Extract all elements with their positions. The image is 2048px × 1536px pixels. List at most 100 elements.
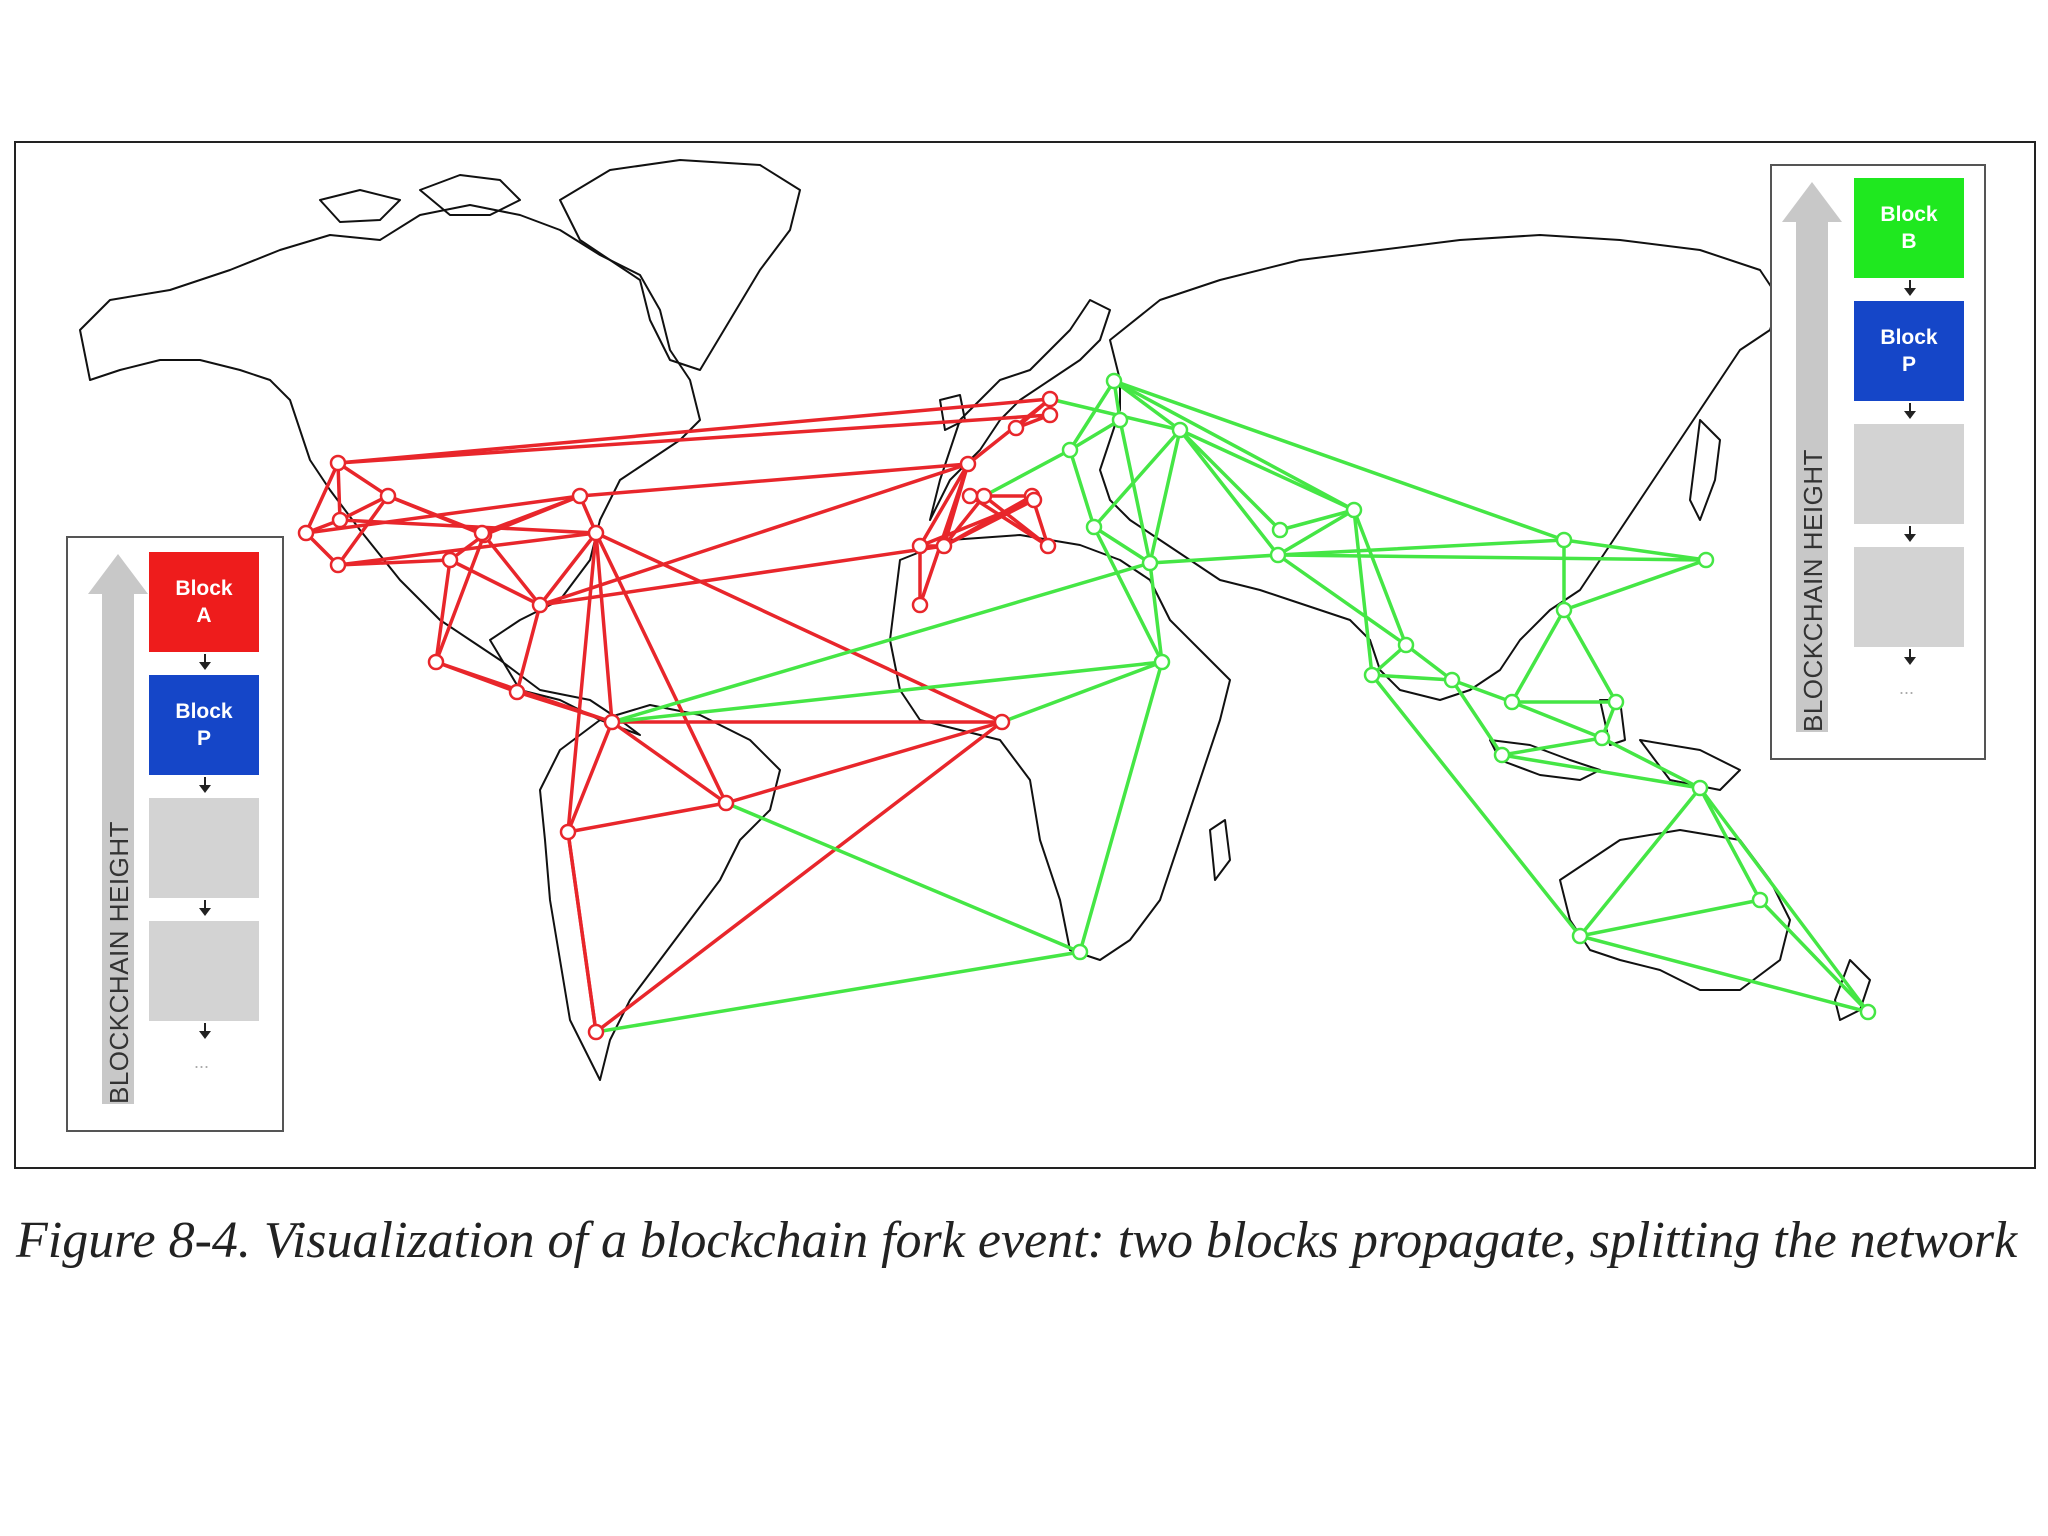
green-network-node <box>1595 731 1609 745</box>
red-network-node <box>913 539 927 553</box>
green-network-link <box>1512 702 1602 738</box>
red-network-link <box>568 832 596 1032</box>
green-network-node <box>1273 523 1287 537</box>
chain-link <box>1909 403 1911 415</box>
red-network-node <box>1043 392 1057 406</box>
red-network-node <box>533 598 547 612</box>
red-network-link <box>596 533 726 803</box>
green-network-link <box>1070 381 1114 450</box>
red-network-link <box>388 496 482 533</box>
red-network-link <box>338 463 340 520</box>
block-a: Block A <box>149 552 259 652</box>
red-network-link <box>338 415 1050 463</box>
green-network-link <box>1114 381 1564 540</box>
green-network-node <box>1505 695 1519 709</box>
green-network-node <box>1063 443 1077 457</box>
red-network-node <box>381 489 395 503</box>
red-network-link <box>568 533 596 832</box>
red-network-node <box>1041 539 1055 553</box>
red-network-node <box>1009 421 1023 435</box>
green-network-node <box>1073 945 1087 959</box>
green-network-link <box>1452 680 1502 755</box>
red-network-node <box>995 715 1009 729</box>
red-network-node <box>510 685 524 699</box>
green-network-node <box>1107 374 1121 388</box>
green-network-link <box>1760 900 1868 1012</box>
green-network-node <box>1609 695 1623 709</box>
green-network-link <box>596 952 1080 1032</box>
chain-link <box>1909 649 1911 661</box>
green-network-link <box>1070 450 1094 527</box>
red-network-node <box>605 715 619 729</box>
green-network-link <box>1278 555 1706 560</box>
green-network-link <box>1406 645 1452 680</box>
chain-link <box>1909 280 1911 292</box>
red-network-node <box>299 526 313 540</box>
red-network-node <box>937 539 951 553</box>
green-network-node <box>1557 603 1571 617</box>
chain-link <box>204 654 206 666</box>
chain-ellipsis: ... <box>1899 678 1914 699</box>
green-network-link <box>1180 430 1278 555</box>
block-p: Block P <box>149 675 259 775</box>
green-network-node <box>1173 423 1187 437</box>
green-network-node <box>1143 556 1157 570</box>
red-network-node <box>589 526 603 540</box>
red-network-node <box>475 526 489 540</box>
figure-caption: Figure 8-4. Visualization of a blockchai… <box>16 1205 2036 1277</box>
red-network-node <box>963 489 977 503</box>
green-network-node <box>1399 638 1413 652</box>
red-network-node <box>333 513 347 527</box>
left-chain-panel: BLOCKCHAIN HEIGHT Block A Block P ... <box>66 536 284 1132</box>
empty-block <box>149 921 259 1021</box>
green-network-nodes <box>1063 374 1875 1019</box>
red-network-link <box>517 692 612 722</box>
green-network-link <box>1700 788 1868 1012</box>
red-network-node <box>443 553 457 567</box>
blockchain-height-label: BLOCKCHAIN HEIGHT <box>1798 449 1829 732</box>
chain-link <box>204 900 206 912</box>
green-network-node <box>1087 520 1101 534</box>
red-network-link <box>338 399 1050 463</box>
red-network-node <box>573 489 587 503</box>
green-network-link <box>1278 540 1564 555</box>
red-network-node <box>1027 493 1041 507</box>
chain-link <box>1909 526 1911 538</box>
green-network-link <box>1580 936 1868 1012</box>
green-network-node <box>1693 781 1707 795</box>
empty-block <box>149 798 259 898</box>
green-network-link <box>1094 430 1180 527</box>
red-network-link <box>568 803 726 832</box>
green-network-link <box>1564 610 1616 702</box>
green-network-link <box>1080 662 1162 952</box>
green-network-node <box>1699 553 1713 567</box>
red-network-node <box>331 456 345 470</box>
green-network-node <box>1365 668 1379 682</box>
red-network-link <box>450 560 540 605</box>
green-network-node <box>1445 673 1459 687</box>
green-network-link <box>1580 788 1700 936</box>
chain-link <box>204 1023 206 1035</box>
red-network-node <box>589 1025 603 1039</box>
block-p: Block P <box>1854 301 1964 401</box>
green-network-link <box>1180 430 1354 510</box>
green-network-link <box>1564 560 1706 610</box>
green-network-link <box>1512 610 1564 702</box>
empty-block <box>1854 547 1964 647</box>
red-network-link <box>596 722 1002 1032</box>
red-network-link <box>484 535 540 605</box>
chain-ellipsis: ... <box>194 1052 209 1073</box>
red-network-node <box>977 489 991 503</box>
empty-block <box>1854 424 1964 524</box>
red-network-node <box>429 655 443 669</box>
blockchain-height-label: BLOCKCHAIN HEIGHT <box>104 821 135 1104</box>
right-chain-panel: BLOCKCHAIN HEIGHT Block B Block P ... <box>1770 164 1986 760</box>
red-network-link <box>517 605 540 692</box>
green-network-link <box>984 450 1070 496</box>
red-network-node <box>331 558 345 572</box>
red-network-node <box>719 796 733 810</box>
green-network-link <box>1150 555 1278 563</box>
red-network-link <box>338 463 388 496</box>
green-network-node <box>1347 503 1361 517</box>
